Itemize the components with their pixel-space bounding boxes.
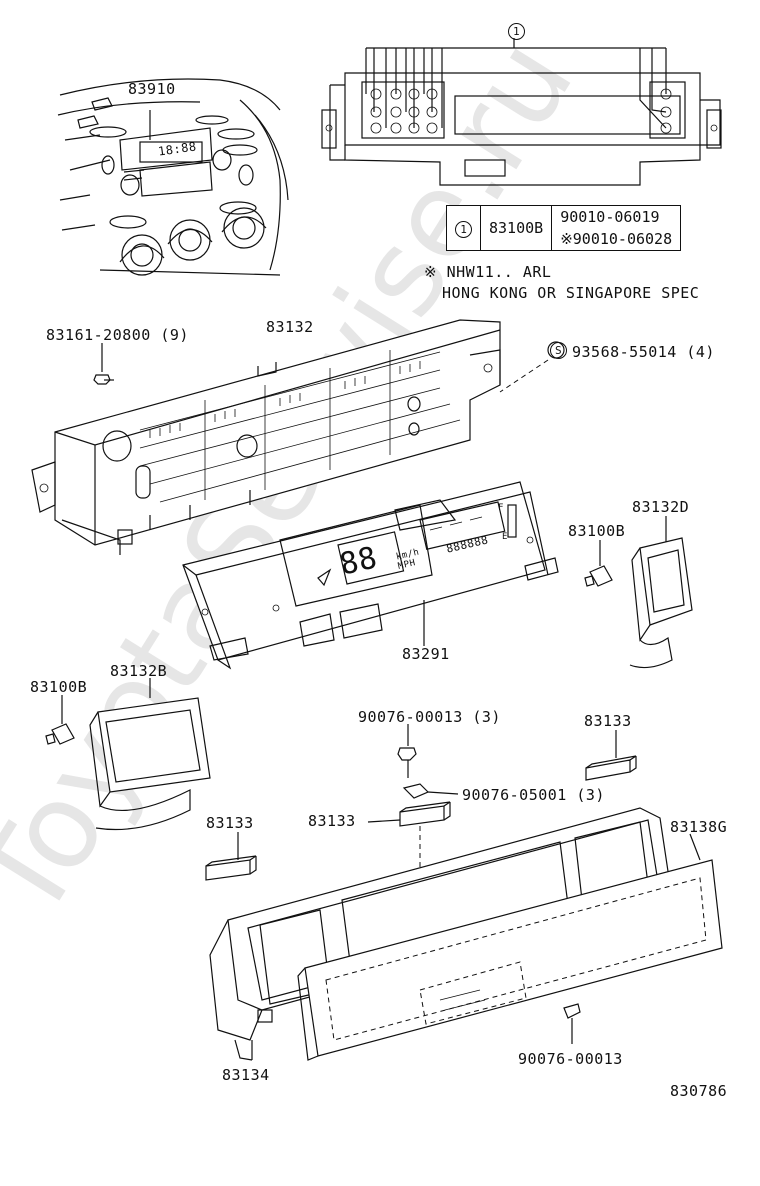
parts-diagram: ToyotaSerwise.ru xyxy=(0,16,728,1100)
screw-90076-00013-3 xyxy=(397,724,417,778)
cluster-back-view xyxy=(321,38,722,186)
lens-83138G xyxy=(297,833,723,1061)
label-83100B-right: 83100B xyxy=(568,522,626,540)
bulb-83100B-right xyxy=(584,540,613,587)
ref-std-number: 90010-06019 xyxy=(551,205,682,228)
label-83133-mid: 83133 xyxy=(308,812,356,830)
pad-83133-right xyxy=(585,730,637,781)
fuel-f: F xyxy=(498,503,504,513)
label-83132: 83132 xyxy=(266,318,314,336)
ref-circle-1: 1 xyxy=(508,23,525,40)
panel-83291 xyxy=(182,481,559,670)
label-90076-05001: 90076-05001 (3) xyxy=(462,786,605,804)
diagram-number: 830786 xyxy=(670,1082,728,1100)
note-line-1: ※ NHW11.. ARL xyxy=(424,263,552,281)
label-93568: 93568-55014 (4) xyxy=(572,343,715,361)
label-83133-left: 83133 xyxy=(206,814,254,832)
label-83138G: 83138G xyxy=(670,818,728,836)
ref-circle-1-legend: 1 xyxy=(455,220,472,238)
label-83291: 83291 xyxy=(402,645,450,663)
label-90076-00013: 90076-00013 xyxy=(518,1050,623,1068)
cover-83132D xyxy=(629,516,693,669)
diagram-drawing xyxy=(31,38,723,1061)
bulb-83100B-left xyxy=(45,695,75,745)
screw-83161 xyxy=(93,343,114,385)
label-83132B: 83132B xyxy=(110,662,168,680)
clip-90076-05001 xyxy=(402,783,459,799)
reference-table: 1 83100B 90010-06019 ※90010-06028 xyxy=(446,205,682,251)
label-90076-00013-3: 90076-00013 (3) xyxy=(358,708,501,726)
label-83133-right: 83133 xyxy=(584,712,632,730)
label-83100B-left: 83100B xyxy=(30,678,88,696)
label-83132D: 83132D xyxy=(632,498,690,516)
note-line-2: HONG KONG OR SINGAPORE SPEC xyxy=(442,284,700,302)
label-83161: 83161-20800 (9) xyxy=(46,326,189,344)
label-83910: 83910 xyxy=(128,80,176,98)
housing-83132 xyxy=(31,319,501,555)
label-83134: 83134 xyxy=(222,1066,270,1084)
screw-90076-00013 xyxy=(563,1003,581,1044)
pad-83133-left xyxy=(205,832,257,881)
ref-part-cell: 83100B xyxy=(479,205,553,251)
fuel-e: E xyxy=(502,532,508,542)
ref-alt-number: ※90010-06028 xyxy=(551,228,682,251)
s-mark: S xyxy=(550,342,567,359)
cover-83132B xyxy=(89,678,211,831)
ref-circle-cell: 1 xyxy=(446,205,481,251)
pad-83133-mid xyxy=(367,801,451,870)
dashboard-view xyxy=(57,78,289,276)
